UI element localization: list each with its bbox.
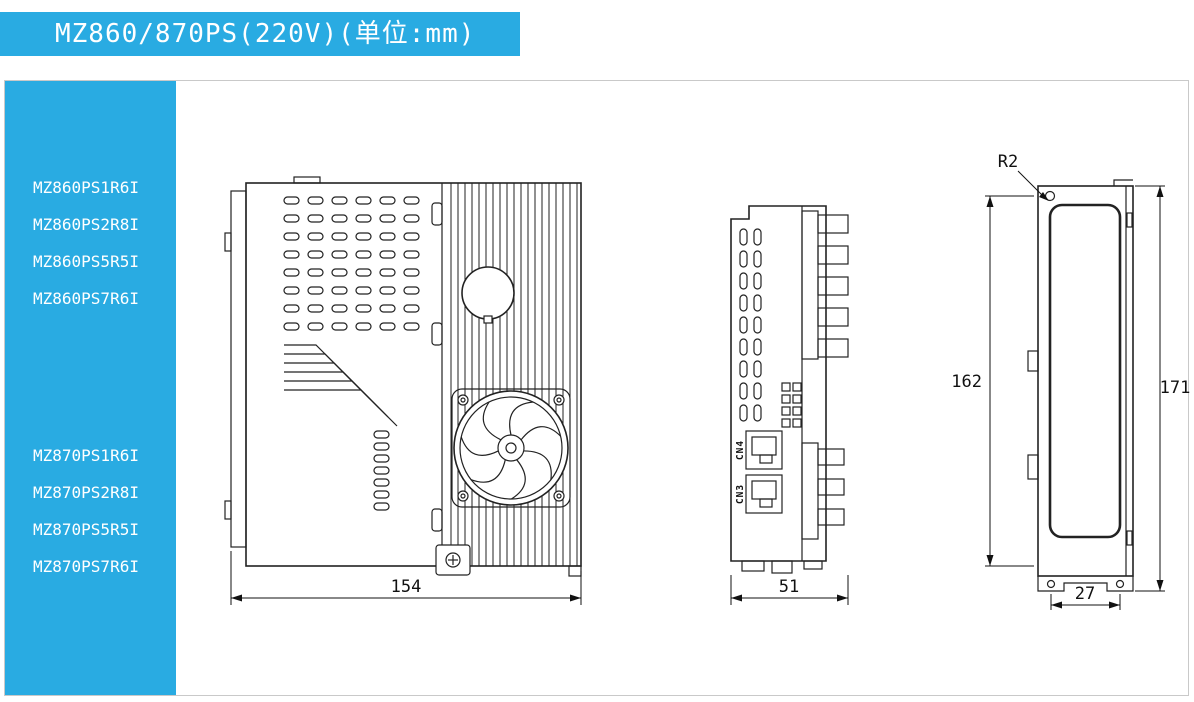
rear-view: R2 162 171 (951, 152, 1190, 610)
model-item: MZ860PS5R5I (33, 252, 139, 271)
technical-drawing: 154 (224, 152, 1190, 610)
dimension-side-width: 51 (730, 575, 849, 605)
wiring-hole-tab (483, 315, 493, 324)
title-banner: MZ860/870PS(220V)(单位:mm) (0, 12, 520, 56)
dimension-rear-height-outer: 171 (1135, 185, 1190, 592)
dim-rear-depth-label: 27 (1075, 584, 1095, 604)
rear-body-outline (1037, 185, 1134, 577)
cn3-connector (745, 474, 783, 514)
dimension-corner-radius: R2 (998, 152, 1049, 201)
terminal-block-top (801, 210, 849, 360)
din-mount-strip (224, 190, 247, 548)
cn4-label: CN4 (735, 440, 746, 460)
dim-rear-height-inner-label: 162 (951, 372, 982, 392)
dim-side-width-label: 51 (779, 577, 799, 597)
model-sidebar: MZ860PS1R6I MZ860PS2R8I MZ860PS5R5I MZ86… (5, 81, 176, 695)
fan-hub (497, 434, 525, 462)
dimension-front-width: 154 (230, 551, 582, 605)
dimension-rear-height-inner: 162 (951, 195, 1034, 567)
model-item: MZ860PS1R6I (33, 178, 139, 197)
corner-radius-label: R2 (998, 152, 1018, 172)
model-item: MZ860PS7R6I (33, 289, 139, 308)
side-vent-slots (739, 228, 762, 422)
terminal-block-bottom (801, 442, 845, 540)
lower-vent-column (373, 430, 390, 511)
front-view: 154 (224, 176, 582, 605)
heatsink-face (1048, 203, 1122, 539)
cn3-label: CN3 (735, 484, 746, 504)
jumper-pins (781, 382, 802, 428)
model-list-mz860: MZ860PS1R6I MZ860PS2R8I MZ860PS5R5I MZ86… (5, 169, 139, 317)
model-list-mz870: MZ870PS1R6I MZ870PS2R8I MZ870PS5R5I MZ87… (5, 437, 139, 585)
top-tab (293, 176, 321, 184)
content-frame: MZ860PS1R6I MZ860PS2R8I MZ860PS5R5I MZ86… (4, 80, 1190, 696)
side-body-outline (730, 205, 827, 562)
dimension-rear-depth: 27 (1050, 584, 1121, 610)
front-body-outline (245, 182, 582, 567)
page-title: MZ860/870PS(220V)(单位:mm) (55, 19, 476, 49)
cooling-fan (451, 388, 571, 508)
model-item: MZ860PS2R8I (33, 215, 139, 234)
model-item: MZ870PS2R8I (33, 483, 139, 502)
mounting-foot (435, 544, 582, 577)
cn4-connector (745, 430, 783, 470)
fan-screws (457, 394, 565, 502)
rear-feet (1037, 576, 1134, 592)
dim-rear-height-outer-label: 171 (1160, 378, 1190, 398)
dim-front-width-label: 154 (391, 577, 422, 597)
side-clip (1027, 350, 1039, 372)
heatsink-fins (450, 183, 578, 566)
vent-grid (283, 196, 420, 331)
side-clip (1027, 454, 1039, 480)
side-feet (741, 560, 823, 574)
wiring-hole (461, 266, 515, 320)
cn-connectors: CN4 CN3 (735, 430, 783, 514)
heatsink-steps (284, 344, 398, 427)
clip-column (431, 183, 443, 566)
model-item: MZ870PS1R6I (33, 446, 139, 465)
model-item: MZ870PS5R5I (33, 520, 139, 539)
model-item: MZ870PS7R6I (33, 557, 139, 576)
side-view: CN4 CN3 (730, 205, 849, 605)
